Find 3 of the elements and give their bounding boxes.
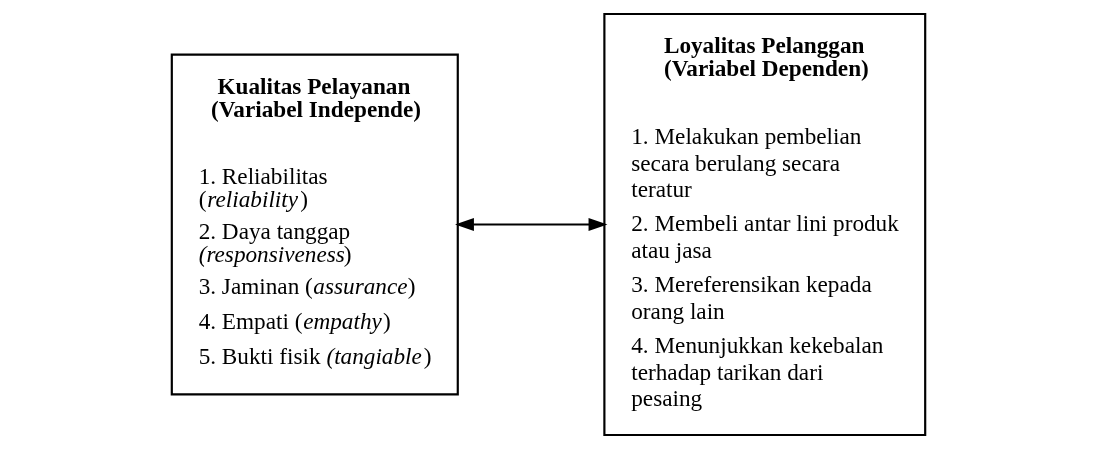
arrow <box>455 217 608 232</box>
node-box: Loyalitas Pelanggan (Variabel Dependen) 1. Melakukan pembelian secara berulang secara teratur 2. Membeli antar lini produk atau jasa 3. Mereferensikan kepada orang lain 4. Menunjukkan kekebalan terhadap tarikan dari pesaing <box>603 12 927 437</box>
node-box: Kualitas Pelayanan (Variabel Independe) 1. Reliabilitas (reliability) 2. Daya tanggap (responsiveness) 3. Jaminan (assurance) 4. Empati (empathy) 5. Bukti fisik (tangiable) <box>170 53 459 396</box>
